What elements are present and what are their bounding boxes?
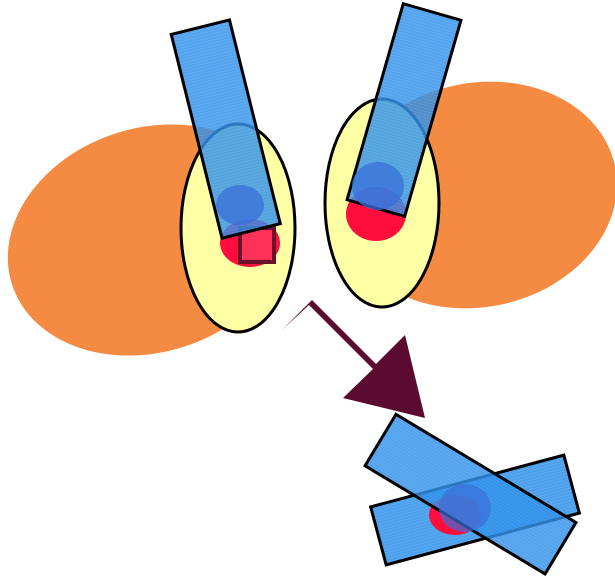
transition-arrow — [282, 300, 425, 418]
rod-tip-highlight-right — [352, 162, 404, 210]
rod-tip-highlight-bottom — [439, 484, 491, 532]
crossed-blue-rods — [365, 414, 579, 574]
rod-tip-highlight-left — [216, 185, 264, 225]
